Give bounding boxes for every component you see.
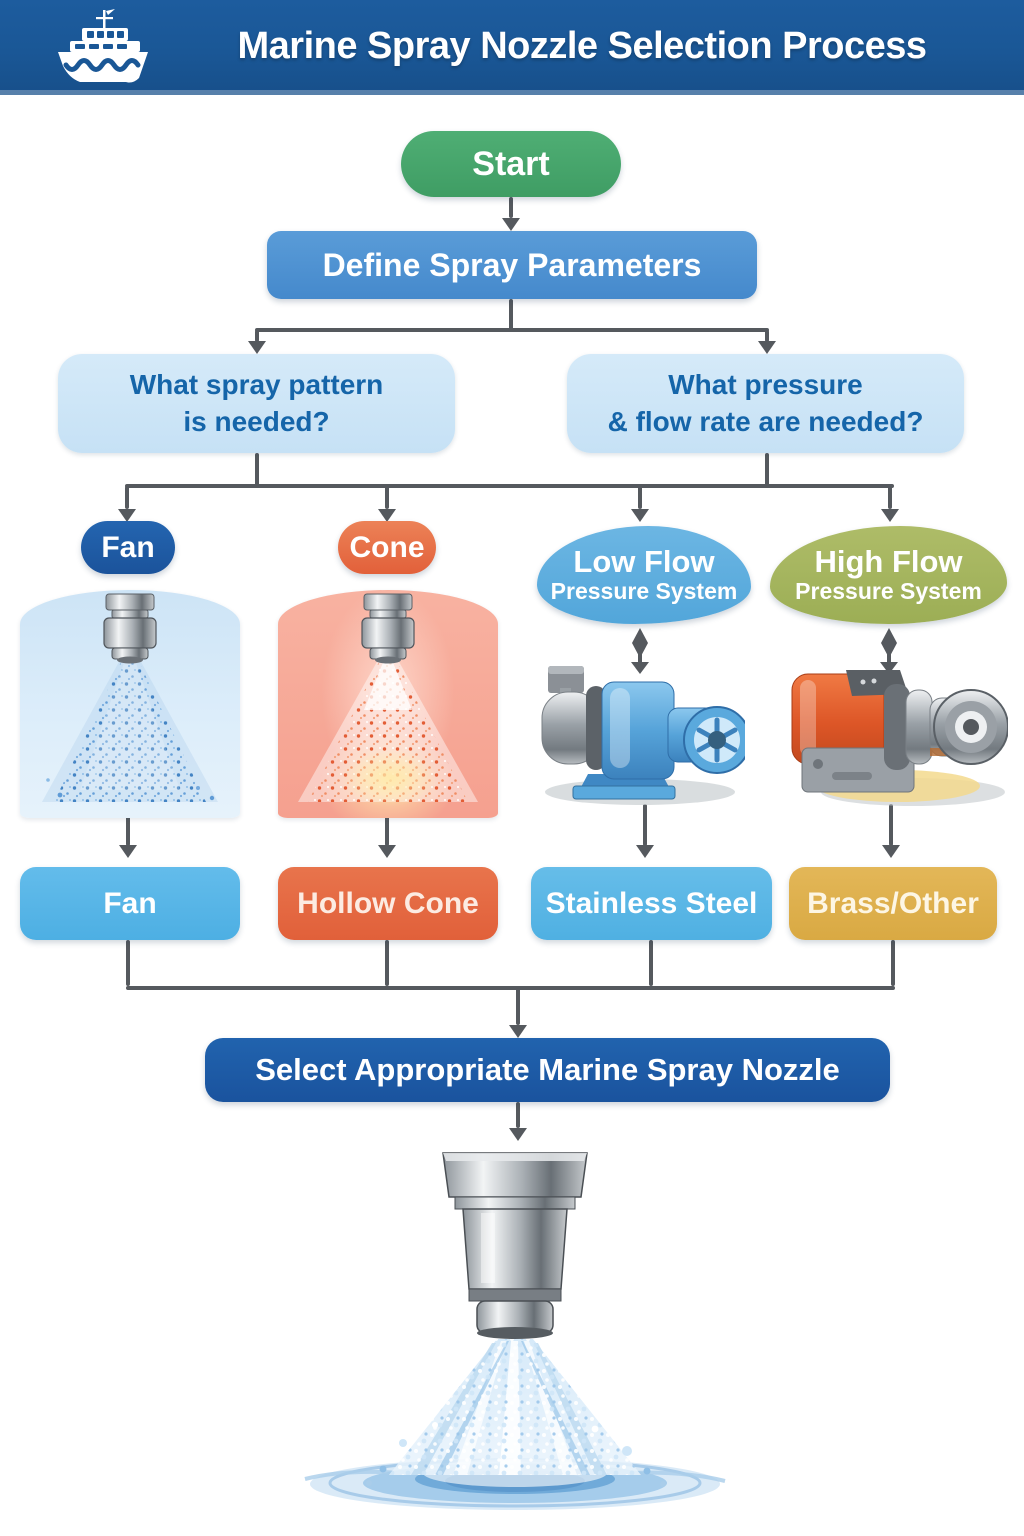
cone-spray-illustration (278, 590, 498, 818)
arrowhead (378, 845, 396, 858)
marine-spray-nozzle-illustration (304, 1152, 726, 1510)
arrowhead (882, 845, 900, 858)
arrowhead (119, 845, 137, 858)
arrowhead (636, 845, 654, 858)
option-fan: Fan (81, 521, 175, 574)
connector-options-rail (125, 484, 894, 488)
high-flow-pump-illustration (791, 670, 1008, 806)
question-line: What spray pattern (129, 369, 384, 401)
connector-results-rail (126, 986, 895, 990)
option-high-flow: High Flow Pressure System (770, 526, 1007, 624)
question-pressure-flow: What pressure & flow rate are needed? (567, 354, 964, 453)
connector (255, 330, 259, 342)
connector (643, 804, 647, 846)
question-line: is needed? (183, 405, 330, 437)
fan-spray-illustration (20, 590, 240, 818)
diamond-arrow-connector (880, 628, 898, 674)
option-cone: Cone (338, 521, 436, 574)
connector (891, 940, 895, 986)
connector (255, 453, 259, 486)
option-low-flow: Low Flow Pressure System (537, 526, 751, 624)
header-bar: Marine Spray Nozzle Selection Process (0, 0, 1024, 95)
connector (888, 486, 892, 509)
connector (649, 940, 653, 986)
result-brass-other: Brass/Other (789, 867, 997, 940)
connector (516, 1102, 520, 1128)
connector (385, 816, 389, 846)
low-flow-pump-illustration (541, 666, 745, 805)
connector (889, 804, 893, 846)
connector-question-rail (255, 328, 769, 332)
result-hollow-cone: Hollow Cone (278, 867, 498, 940)
result-stainless-steel: Stainless Steel (531, 867, 772, 940)
arrowhead (118, 509, 136, 522)
arrowhead (502, 218, 520, 231)
boat-icon (58, 9, 148, 83)
question-line: What pressure (668, 369, 863, 401)
connector (126, 940, 130, 986)
connector (638, 486, 642, 509)
connector (125, 486, 129, 509)
connector (765, 330, 769, 342)
arrowhead (378, 509, 396, 522)
option-subtitle: Pressure System (550, 578, 738, 605)
diamond-arrow-connector (631, 628, 649, 674)
connector (385, 940, 389, 986)
connector (126, 816, 130, 846)
start-node: Start (401, 131, 621, 197)
page-title: Marine Spray Nozzle Selection Process (237, 25, 928, 67)
option-title: Low Flow (573, 543, 715, 579)
question-line: & flow rate are needed? (607, 405, 924, 437)
spray-nozzle-icon (298, 593, 478, 806)
connector (385, 486, 389, 509)
option-title: High Flow (814, 543, 963, 579)
connector (516, 988, 520, 1025)
connector-start-define (509, 197, 513, 218)
arrowhead (758, 341, 776, 354)
arrowhead (881, 509, 899, 522)
select-nozzle-node: Select Appropriate Marine Spray Nozzle (205, 1038, 890, 1102)
connector (765, 453, 769, 486)
option-subtitle: Pressure System (795, 578, 982, 605)
result-fan: Fan (20, 867, 240, 940)
connector-define-stem (509, 299, 513, 330)
arrowhead (509, 1025, 527, 1038)
arrowhead (248, 341, 266, 354)
arrowhead (631, 509, 649, 522)
define-parameters-node: Define Spray Parameters (267, 231, 757, 299)
arrowhead (509, 1128, 527, 1141)
question-spray-pattern: What spray pattern is needed? (58, 354, 455, 453)
spray-nozzle-icon (42, 593, 218, 802)
